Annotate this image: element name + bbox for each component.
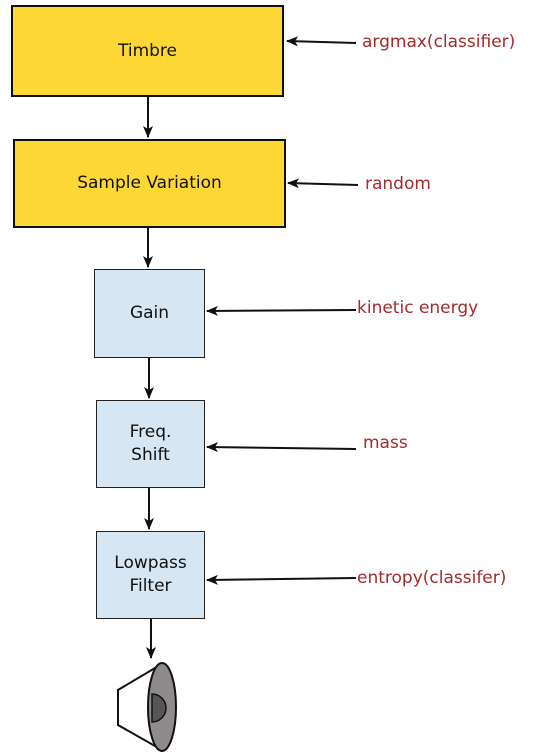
gain-parameter: kinetic energy: [357, 298, 479, 318]
freq-shift-parameter: mass: [363, 433, 408, 453]
lowpass-filter-parameter: entropy(classifer): [357, 568, 507, 588]
freq-shift-label: Freq. Shift: [129, 422, 172, 465]
timbre-parameter: argmax(classifier): [362, 32, 516, 52]
arrow-param-gain: [206, 305, 357, 316]
arrow-param-freq: [206, 442, 357, 453]
freq-shift-block: Freq. Shift: [96, 400, 205, 488]
speaker-icon: [117, 662, 177, 752]
lowpass-filter-label: Lowpass Filter: [114, 553, 187, 596]
sample-variation-parameter: random: [365, 174, 431, 194]
arrow-param-lowpass: [206, 574, 357, 585]
sample-variation-block: Sample Variation: [13, 139, 286, 228]
timbre-label: Timbre: [117, 40, 177, 61]
lowpass-filter-block: Lowpass Filter: [96, 531, 205, 619]
sample-variation-label: Sample Variation: [77, 173, 222, 194]
timbre-block: Timbre: [11, 5, 284, 97]
arrow-param-sample: [287, 178, 359, 189]
arrow-param-timbre: [286, 36, 357, 47]
gain-block: Gain: [94, 269, 205, 358]
gain-label: Gain: [129, 303, 170, 324]
